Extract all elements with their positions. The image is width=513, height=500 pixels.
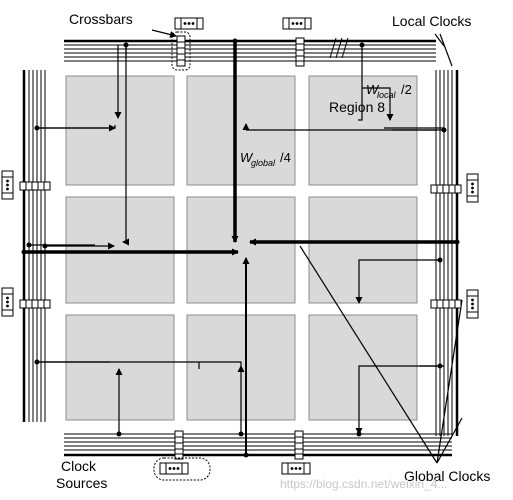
region-7 — [65, 314, 175, 421]
crossbar-right-lower — [430, 299, 462, 309]
clock-source-right-lower — [466, 289, 479, 319]
crossbar-left-lower — [19, 299, 51, 309]
w-global-main: W — [240, 150, 254, 165]
region-4 — [65, 196, 175, 304]
clock-source-right-upper — [466, 173, 479, 203]
label-crossbars: Crossbars — [69, 11, 133, 27]
label-sources-line2: Sources — [56, 475, 107, 491]
clock-source-bottom-right — [281, 462, 311, 475]
clock-source-bottom-left — [153, 457, 211, 481]
clock-source-top-left — [174, 17, 204, 30]
crossbar-top-left — [171, 31, 191, 71]
clock-source-left-upper — [1, 170, 14, 200]
routing-arrows — [29, 29, 463, 464]
label-global-clocks: Global Clocks — [404, 468, 490, 484]
region-6 — [308, 196, 418, 304]
w-local-div: /2 — [401, 82, 412, 97]
crossbar-bottom-left — [174, 430, 184, 460]
crossbar-right-upper — [430, 184, 462, 194]
w-global-sub: global — [251, 158, 276, 168]
junction-dots — [21, 38, 460, 458]
w-global-div: /4 — [280, 150, 291, 165]
w-local-sub: local — [377, 90, 397, 100]
bottom-bus — [64, 433, 452, 457]
region-9 — [308, 314, 418, 421]
label-clock-line1: Clock — [61, 458, 97, 474]
w-local-main: W — [366, 82, 380, 97]
crossbar-top-right — [295, 37, 305, 67]
clock-source-left-lower — [1, 287, 14, 317]
top-bus — [64, 37, 436, 62]
label-local-clocks: Local Clocks — [392, 13, 471, 29]
right-bus — [435, 70, 459, 436]
watermark-text: https://blog.csdn.net/weixin_4... — [280, 477, 447, 491]
crossbar-bottom-right — [294, 430, 304, 460]
clock-source-top-right — [282, 17, 312, 30]
label-region-8: Region 8 — [329, 99, 385, 115]
label-w-global: W global /4 — [240, 150, 291, 168]
region-5 — [186, 196, 296, 304]
global-clock-spines — [24, 41, 457, 455]
label-w-local: W local /2 — [366, 82, 412, 100]
crossbar-left-upper — [19, 181, 51, 191]
region-1 — [65, 75, 175, 186]
